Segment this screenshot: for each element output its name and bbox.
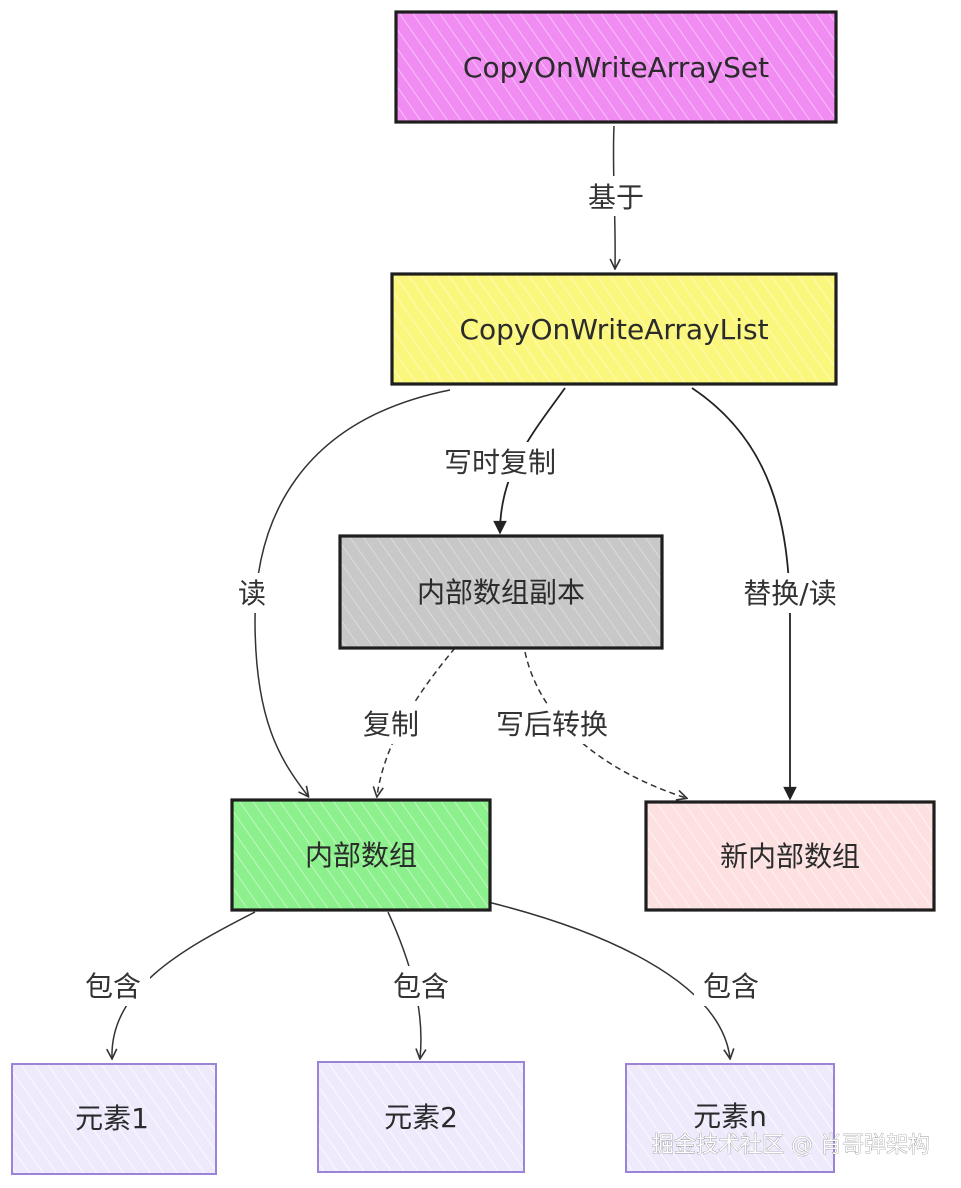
node-copy-on-write-array-set: CopyOnWriteArraySet [394, 10, 838, 124]
edge-label-replace-read: 替换/读 [743, 577, 836, 610]
node-box [644, 800, 936, 912]
edge-internal-to-element-1 [112, 911, 256, 1058]
node-label: CopyOnWriteArraySet [463, 51, 769, 84]
edge-label-contains-1: 包含 [85, 970, 141, 1003]
label-backdrop [430, 442, 570, 482]
node-new-internal-array: 新内部数组 [644, 800, 936, 912]
node-element-2: 元素2 [317, 1061, 525, 1173]
edge-labels: 基于 写时复制 读 替换/读 复制 写后转换 包含 包含 包含 [76, 176, 854, 1006]
label-backdrop [354, 704, 428, 744]
edge-label-based-on: 基于 [588, 181, 644, 214]
edge-label-read: 读 [238, 577, 266, 610]
node-box [625, 1063, 835, 1173]
node-box [230, 798, 492, 912]
node-internal-array: 内部数组 [230, 798, 492, 912]
node-label: 内部数组副本 [417, 576, 585, 609]
edge-label-contains-2: 包含 [393, 970, 449, 1003]
edge-label-convert-after-write: 写后转换 [496, 708, 608, 741]
node-label: CopyOnWriteArrayList [459, 313, 768, 346]
edge-label-contains-n: 包含 [703, 970, 759, 1003]
node-label: 元素2 [384, 1101, 458, 1134]
edge-internal-to-element-n [487, 901, 730, 1058]
node-label: 元素n [693, 1100, 767, 1133]
node-internal-array-copy: 内部数组副本 [338, 534, 664, 650]
node-box [390, 272, 838, 386]
node-element-n: 元素n [625, 1063, 835, 1173]
label-backdrop [482, 704, 622, 744]
node-element-1: 元素1 [11, 1063, 217, 1175]
node-label: 元素1 [75, 1102, 149, 1135]
label-backdrop [384, 966, 458, 1006]
node-box [394, 10, 838, 124]
node-label: 新内部数组 [720, 840, 860, 873]
node-box [338, 534, 664, 650]
label-backdrop [694, 966, 768, 1006]
label-backdrop [578, 176, 654, 216]
watermark: 掘金技术社区 @ 肖哥弹架构 [652, 1133, 930, 1158]
node-box [11, 1063, 217, 1175]
label-backdrop [728, 573, 854, 613]
node-copy-on-write-array-list: CopyOnWriteArrayList [390, 272, 838, 386]
edge-label-copy-on-write: 写时复制 [444, 446, 556, 479]
edge-label-copy: 复制 [363, 708, 419, 741]
node-box [317, 1061, 525, 1173]
node-label: 内部数组 [305, 839, 417, 872]
label-backdrop [230, 573, 274, 613]
label-backdrop [76, 966, 150, 1006]
